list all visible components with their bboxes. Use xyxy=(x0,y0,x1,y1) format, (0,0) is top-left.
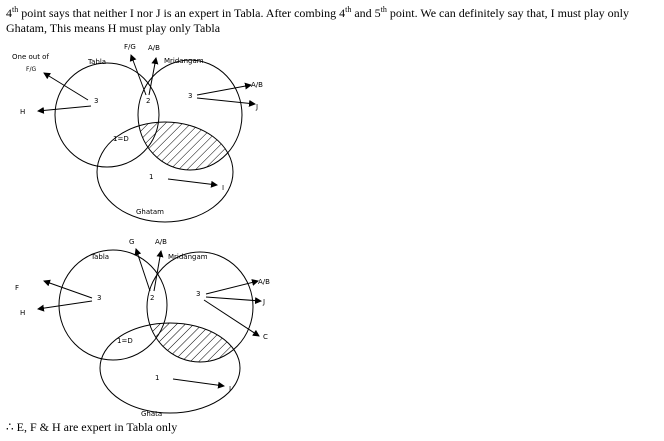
arrow xyxy=(129,54,147,96)
arrow xyxy=(167,178,218,188)
paragraph-text: point says that neither I nor J is an ex… xyxy=(18,6,340,20)
arrow xyxy=(148,57,159,96)
person-label: J xyxy=(255,103,258,111)
ghatam-circle xyxy=(96,121,234,223)
arrow xyxy=(205,296,262,305)
ordinal-number: 4 xyxy=(6,6,12,20)
note-text: F/G xyxy=(26,66,36,73)
person-label: I xyxy=(222,184,224,192)
person-label: G xyxy=(129,238,134,246)
set-label-mridangam: Mridangam xyxy=(164,57,204,65)
paragraph-text: point. We can definitely say that, I mus… xyxy=(6,6,630,35)
label-ab: A/B xyxy=(155,238,167,246)
label-ab: A/B xyxy=(148,44,160,52)
arrow xyxy=(205,279,259,295)
arrow xyxy=(37,300,93,312)
note-text: One out of xyxy=(12,53,49,61)
venn-diagram-2: G A/B Tabla Mridangam Ghata 3 2 3 1=D 1 … xyxy=(15,238,270,418)
arrow xyxy=(43,72,89,101)
person-label: H xyxy=(20,309,25,317)
arrow xyxy=(196,97,256,107)
set-label-mridangam: Mridangam xyxy=(168,253,208,261)
set-label-ghatam: Ghata xyxy=(141,410,162,418)
person-label: J xyxy=(262,298,265,306)
person-label: C xyxy=(263,333,268,341)
arrow xyxy=(203,299,260,337)
arrow xyxy=(43,279,93,299)
conclusion-text: ∴ E, F & H are expert in Tabla only xyxy=(6,420,178,434)
arrow xyxy=(196,82,252,96)
arrow xyxy=(172,378,225,389)
region-count: 1=D xyxy=(117,337,133,345)
venn-diagram-1: One out of F/G F/G A/B Tabla Mridangam G… xyxy=(12,43,263,223)
person-label: A/B xyxy=(251,81,263,89)
arrow xyxy=(134,248,151,292)
region-count: 1=D xyxy=(113,135,129,143)
person-label: F xyxy=(15,284,19,292)
label-fg: F/G xyxy=(124,43,136,51)
ordinal-suffix: th xyxy=(12,5,19,14)
mridangam-circle xyxy=(137,59,243,171)
person-label: A/B xyxy=(258,278,270,286)
set-label-tabla: Tabla xyxy=(87,58,106,66)
ordinal-suffix: th xyxy=(345,5,352,14)
ordinal-suffix: th xyxy=(380,5,387,14)
region-count: 1 xyxy=(155,374,159,382)
ordinal-number: 5 xyxy=(374,6,381,20)
tabla-circle xyxy=(54,62,160,168)
explanation-paragraph: 4th point says that neither I nor J is a… xyxy=(6,6,658,36)
set-label-tabla: Tabla xyxy=(90,253,109,261)
region-count: 3 xyxy=(196,290,200,298)
set-label-ghatam: Ghatam xyxy=(136,208,164,216)
person-label: I xyxy=(229,385,231,393)
ghatam-circle xyxy=(99,322,241,414)
arrow xyxy=(153,250,164,292)
person-label: H xyxy=(20,108,25,116)
region-count: 1 xyxy=(149,173,153,181)
ordinal-number: 4 xyxy=(339,6,346,20)
hatched-region xyxy=(147,323,240,362)
region-count: 2 xyxy=(150,294,154,302)
region-count: 3 xyxy=(94,97,98,105)
region-count: 2 xyxy=(146,97,150,105)
region-count: 3 xyxy=(188,92,192,100)
arrow xyxy=(37,105,92,114)
tabla-circle xyxy=(58,249,168,361)
hatched-region xyxy=(138,122,233,170)
region-count: 3 xyxy=(97,294,101,302)
paragraph-text: and xyxy=(351,6,375,20)
mridangam-circle xyxy=(146,251,254,363)
